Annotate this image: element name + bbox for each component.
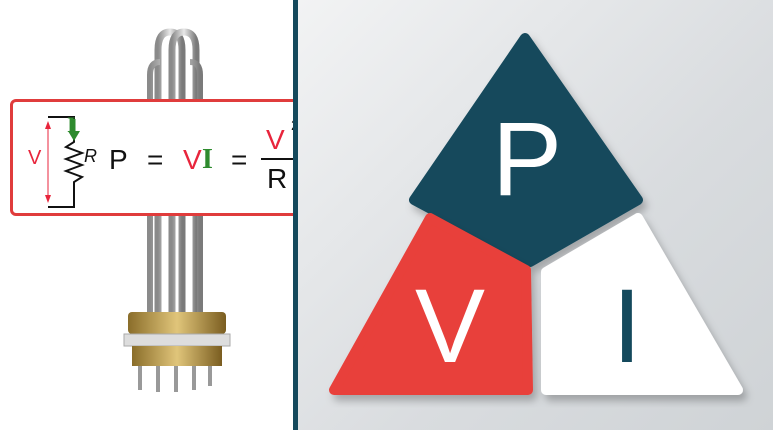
current-symbol: I [202, 144, 213, 175]
heating-element-image [123, 28, 231, 392]
equals-sign: = [231, 144, 248, 175]
triangle-v-segment [329, 213, 533, 395]
triangle-label-p: P [492, 101, 562, 218]
fraction-bar [261, 158, 295, 160]
triangle-label-i: I [612, 268, 641, 385]
triangle-i-segment [541, 213, 743, 395]
fraction-denominator: R [267, 163, 288, 194]
circuit-resistance-label: R [84, 146, 97, 166]
circuit-voltage-label: V [28, 147, 42, 169]
triangle-p-segment [409, 33, 643, 267]
circuit-current-label: I [67, 112, 76, 137]
voltage-symbol: V [183, 144, 202, 175]
power-symbol: P [109, 144, 128, 175]
divider [293, 0, 298, 430]
resistor-circuit-icon [45, 116, 85, 208]
heater-panel: I V R P = V I = V 2 R = I 2 R [0, 0, 392, 430]
fraction-numerator: V [266, 124, 285, 155]
triangle-label-v: V [415, 268, 485, 385]
equals-sign: = [147, 144, 164, 175]
